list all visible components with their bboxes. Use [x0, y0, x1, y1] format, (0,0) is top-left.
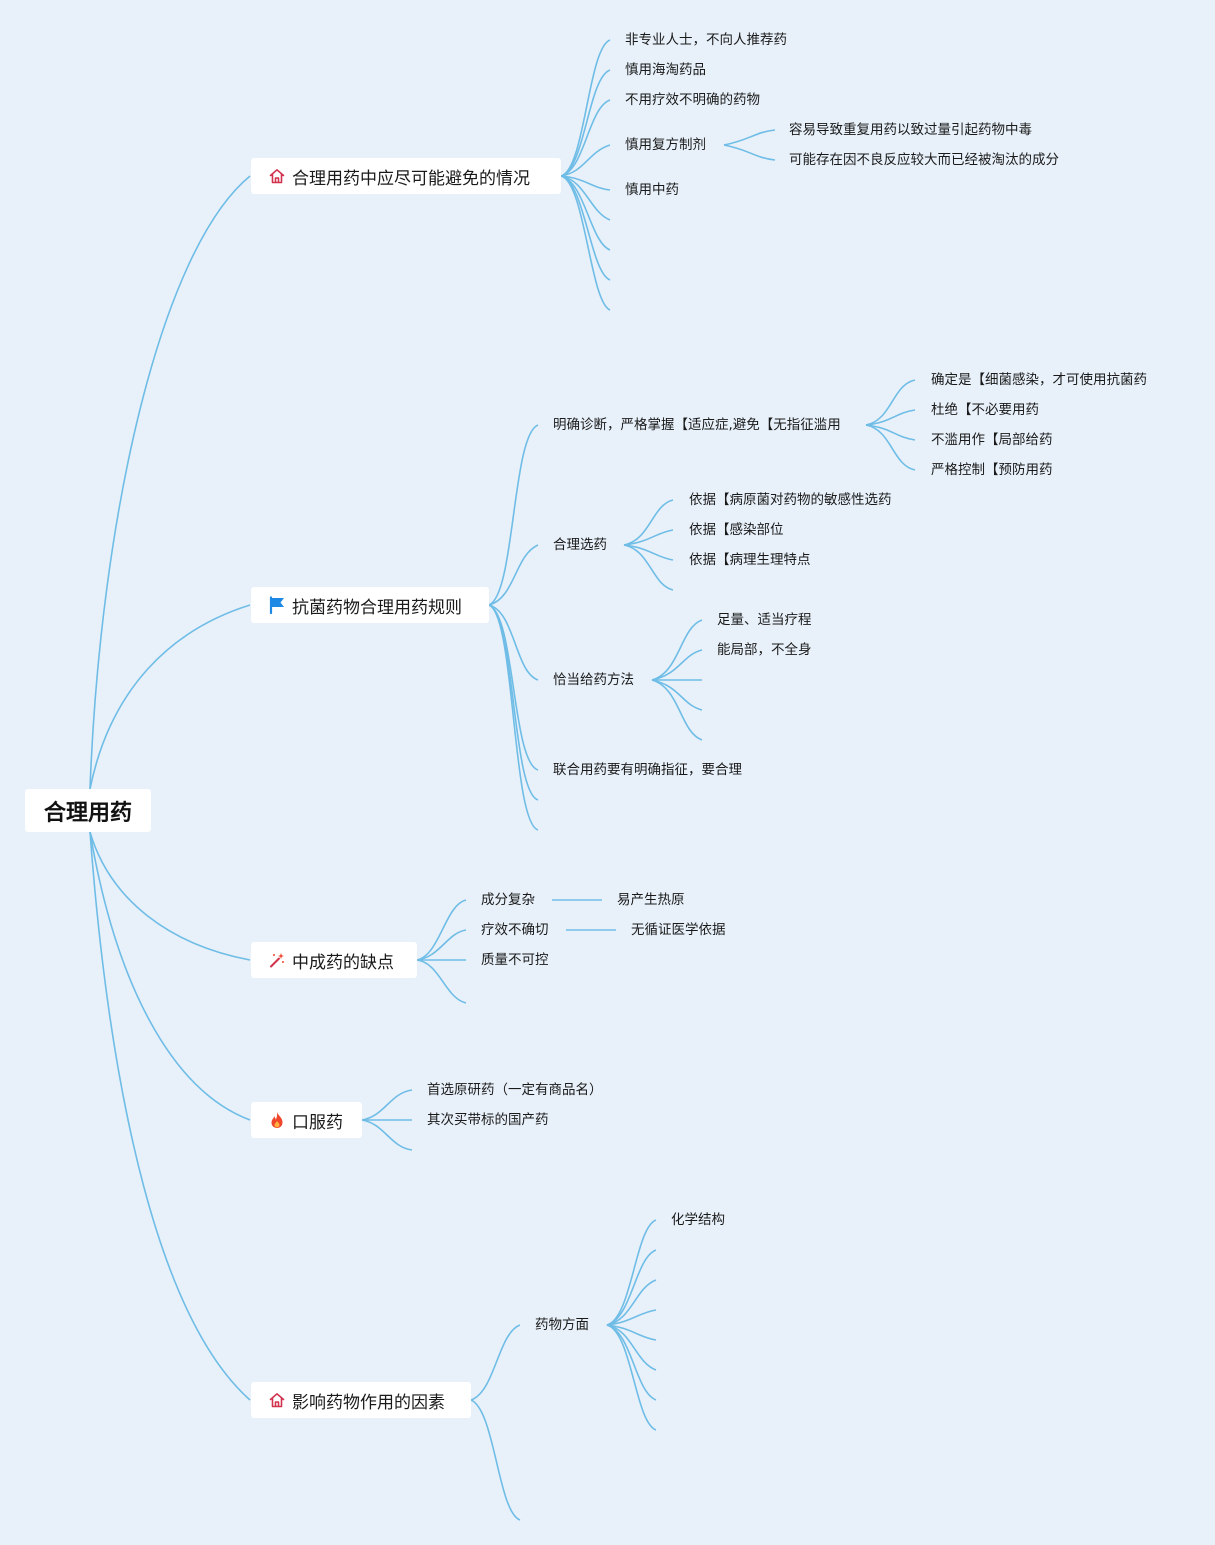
leaf-no-evidence[interactable]: 无循证医学依据	[631, 922, 726, 938]
branch-oral-drugs[interactable]: 口服药	[251, 1102, 362, 1138]
leaf-eliminated-ingredients[interactable]: 可能存在因不良反应较大而已经被淘汰的成分	[789, 152, 1059, 168]
leaf-combination-therapy[interactable]: 联合用药要有明确指征，要合理	[553, 762, 742, 778]
link-b3-d	[416, 959, 467, 1004]
leaf-strict-prevention[interactable]: 严格控制【预防用药	[931, 462, 1053, 478]
link-b5-a6	[606, 1324, 657, 1371]
link-b2-a1	[865, 379, 916, 426]
link-b2-d	[488, 604, 539, 771]
link-b2-f	[488, 604, 539, 831]
link-b1-h	[560, 175, 611, 281]
leaf-no-recommend[interactable]: 非专业人士，不向人推荐药	[625, 32, 787, 48]
branch-label: 口服药	[292, 1112, 343, 1133]
link-b2-a4	[865, 424, 916, 471]
leaf-chinese-medicine[interactable]: 慎用中药	[625, 182, 679, 198]
link-root-b5	[89, 831, 251, 1401]
link-b4-c	[361, 1119, 413, 1151]
house-icon	[268, 1391, 286, 1409]
link-b3-a	[416, 899, 467, 961]
house-icon	[268, 167, 286, 185]
leaf-no-unnecessary[interactable]: 杜绝【不必要用药	[931, 402, 1039, 418]
link-root-b1	[89, 175, 251, 790]
link-b5-a2	[606, 1249, 657, 1326]
link-b2-c5	[651, 679, 703, 741]
link-b2-c1	[651, 619, 703, 681]
link-b1-d1	[723, 129, 776, 146]
link-b1-c	[560, 99, 611, 177]
link-b2-a	[488, 424, 539, 606]
branch-antibiotic-rules[interactable]: 抗菌药物合理用药规则	[251, 587, 489, 623]
fire-icon	[268, 1111, 286, 1129]
leaf-complex-ingredients[interactable]: 成分复杂	[481, 892, 535, 908]
link-b5-a7	[606, 1324, 657, 1401]
leaf-no-local-abuse[interactable]: 不滥用作【局部给药	[931, 432, 1053, 448]
leaf-pyrogen[interactable]: 易产生热原	[617, 892, 685, 908]
leaf-administration-method[interactable]: 恰当给药方法	[553, 672, 634, 688]
root-topic[interactable]: 合理用药	[25, 789, 151, 832]
leaf-duplicate-overdose[interactable]: 容易导致重复用药以致过量引起药物中毒	[789, 122, 1032, 138]
leaf-chemical-structure[interactable]: 化学结构	[671, 1212, 725, 1228]
link-b2-c4	[651, 679, 703, 711]
leaf-local-not-systemic[interactable]: 能局部，不全身	[717, 642, 812, 658]
flag-icon	[268, 596, 286, 614]
leaf-original-drug[interactable]: 首选原研药（一定有商品名）	[427, 1082, 603, 1098]
link-b5-a8	[606, 1324, 657, 1431]
branch-label: 中成药的缺点	[292, 952, 394, 973]
link-root-b3	[89, 831, 251, 961]
link-b3-b	[416, 929, 467, 961]
link-b1-d	[560, 144, 611, 177]
branch-avoid-situations[interactable]: 合理用药中应尽可能避免的情况	[251, 158, 561, 194]
link-b1-a	[560, 39, 611, 177]
link-b5-a3	[606, 1279, 657, 1326]
link-b2-b2	[623, 529, 674, 546]
link-b2-a2	[865, 409, 916, 426]
link-b1-i	[560, 175, 611, 311]
leaf-uncontrollable-quality[interactable]: 质量不可控	[481, 952, 549, 968]
link-b5-a1	[606, 1219, 657, 1326]
link-b2-b	[488, 544, 539, 606]
leaf-domestic-drug[interactable]: 其次买带标的国产药	[427, 1112, 549, 1128]
leaf-bacterial-infection[interactable]: 确定是【细菌感染，才可使用抗菌药	[931, 372, 1147, 388]
leaf-pathophysiology[interactable]: 依据【病理生理特点	[689, 552, 811, 568]
link-b2-e	[488, 604, 539, 801]
link-b5-a4	[606, 1309, 657, 1326]
branch-tcm-drawbacks[interactable]: 中成药的缺点	[251, 942, 417, 978]
leaf-rational-selection[interactable]: 合理选药	[553, 537, 607, 553]
branch-label: 影响药物作用的因素	[292, 1392, 445, 1413]
link-b2-c2	[651, 649, 703, 681]
link-b4-a	[361, 1089, 413, 1121]
leaf-pathogen-sensitivity[interactable]: 依据【病原菌对药物的敏感性选药	[689, 492, 892, 508]
leaf-drug-aspect[interactable]: 药物方面	[535, 1317, 589, 1333]
link-b2-b1	[623, 499, 674, 546]
link-b1-d2	[723, 144, 776, 161]
leaf-infection-site[interactable]: 依据【感染部位	[689, 522, 784, 538]
leaf-unclear-efficacy[interactable]: 不用疗效不明确的药物	[625, 92, 760, 108]
magic-wand-icon	[268, 951, 286, 969]
leaf-adequate-course[interactable]: 足量、适当疗程	[717, 612, 812, 628]
leaf-clear-diagnosis[interactable]: 明确诊断，严格掌握【适应症,避免【无指征滥用	[553, 417, 841, 433]
link-root-b2	[89, 604, 251, 790]
link-b2-b3	[623, 544, 674, 561]
leaf-overseas-drugs[interactable]: 慎用海淘药品	[625, 62, 706, 78]
link-b5-b	[470, 1399, 521, 1521]
leaf-uncertain-efficacy[interactable]: 疗效不确切	[481, 922, 549, 938]
link-b2-b4	[623, 544, 674, 591]
branch-label: 抗菌药物合理用药规则	[292, 597, 462, 618]
link-b5-a	[470, 1324, 521, 1401]
leaf-compound-preparations[interactable]: 慎用复方制剂	[625, 137, 706, 153]
branch-influencing-factors[interactable]: 影响药物作用的因素	[251, 1382, 471, 1418]
link-root-b4	[89, 831, 251, 1121]
link-b1-f	[560, 175, 611, 221]
branch-label: 合理用药中应尽可能避免的情况	[292, 168, 530, 189]
link-b2-c	[488, 604, 539, 681]
link-b1-b	[560, 69, 611, 177]
link-b2-a3	[865, 424, 916, 441]
